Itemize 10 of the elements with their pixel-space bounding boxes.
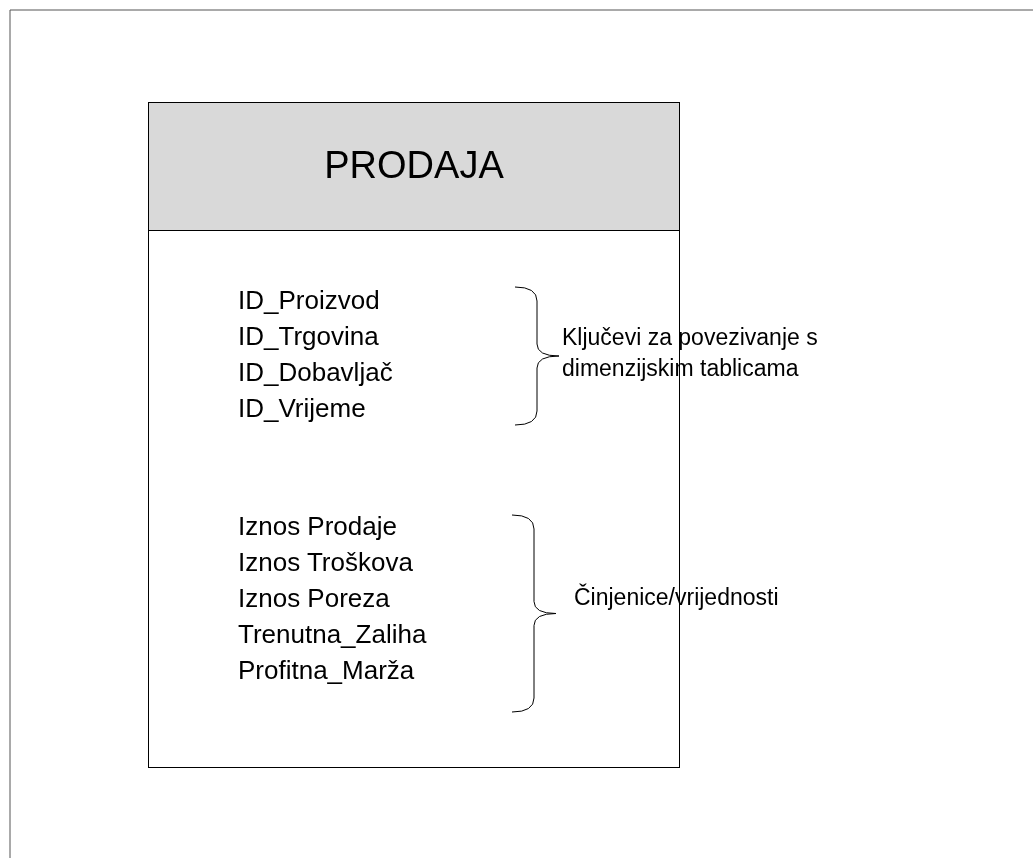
field-name: Iznos Troškova: [238, 546, 413, 579]
field-name: ID_Vrijeme: [238, 392, 366, 425]
field-name: Iznos Prodaje: [238, 510, 397, 543]
field-name: Iznos Poreza: [238, 582, 390, 615]
field-name: ID_Proizvod: [238, 284, 380, 317]
table-title: PRODAJA: [323, 143, 505, 187]
field-name: Trenutna_Zaliha: [238, 618, 427, 651]
field-name: ID_Dobavljač: [238, 356, 393, 389]
field-name: ID_Trgovina: [238, 320, 379, 353]
field-name: Profitna_Marža: [238, 654, 415, 687]
